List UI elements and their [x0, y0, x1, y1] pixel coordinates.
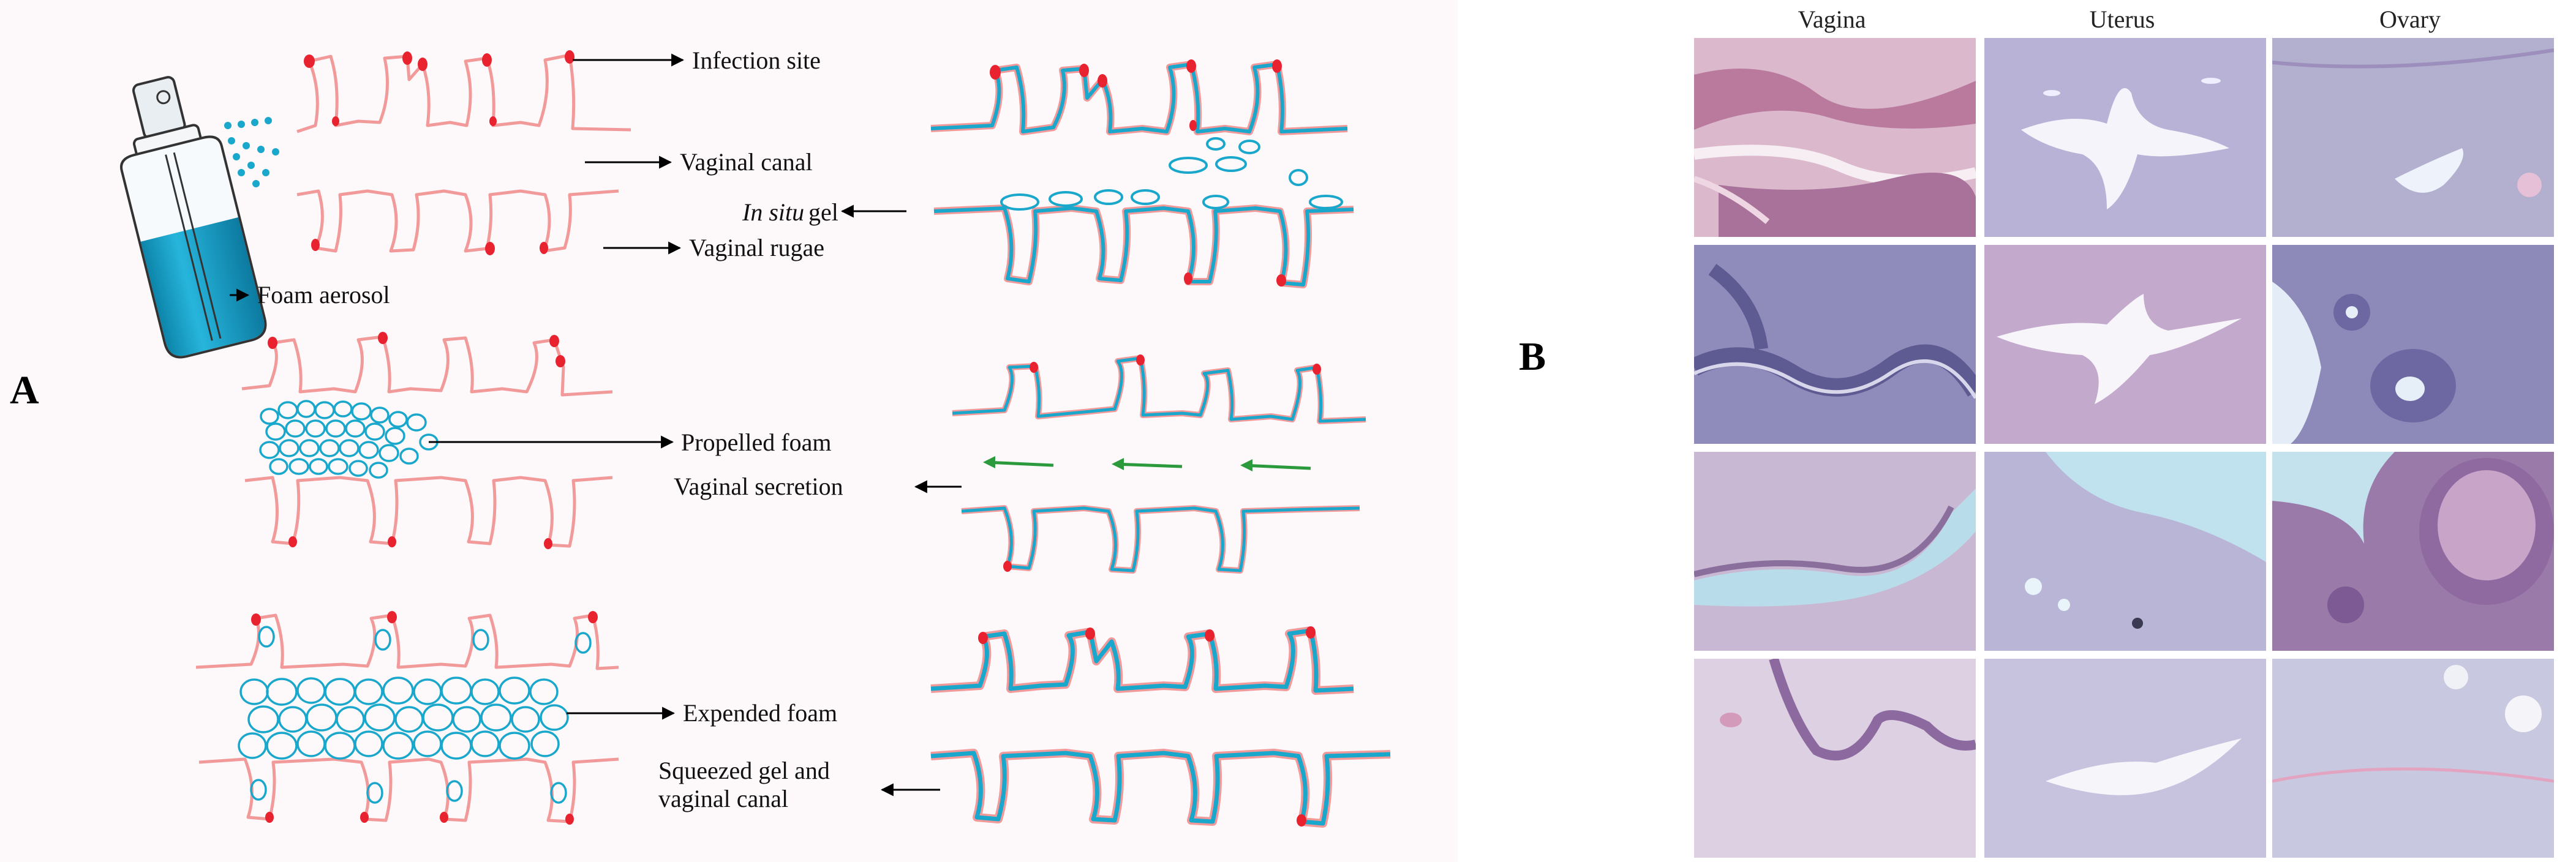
spray-dots: [224, 117, 279, 187]
infection-dots-row2: [268, 332, 565, 549]
column-title-vagina: Vagina: [1798, 6, 1866, 33]
label-vaginal-canal: Vaginal canal: [680, 148, 813, 176]
label-infection-site: Infection site: [692, 47, 821, 74]
label-squeezed-line2: vaginal canal: [658, 785, 788, 812]
label-expended-foam: Expended foam: [683, 699, 837, 727]
column-title-ovary: Ovary: [2379, 6, 2441, 33]
panel-a-letter: A: [10, 368, 39, 413]
row2-canal-secretion: [952, 354, 1366, 574]
foam-aerosol-canister: [120, 76, 279, 359]
histology-ovary-row4: [2272, 659, 2554, 858]
row1-canal-empty: [296, 53, 631, 253]
row3-canal-squeezed: [930, 626, 1391, 828]
label-gel: gel: [808, 198, 838, 226]
histology-ovary-row1: [2272, 38, 2554, 237]
histology-uterus-row2: [1984, 245, 2266, 444]
row1-canal-with-gel: [930, 59, 1354, 288]
label-squeezed-line1: Squeezed gel and: [658, 757, 830, 784]
propelled-foam-bubbles: [259, 400, 439, 479]
histology-vagina-row3: [1694, 452, 1976, 651]
histology-ovary-row2: [2272, 245, 2554, 444]
histology-ovary-row3: [2272, 452, 2554, 651]
row2-canal-propelled: [241, 335, 613, 548]
label-vaginal-secretion: Vaginal secretion: [674, 473, 843, 500]
histology-uterus-row4: [1984, 659, 2266, 858]
histology-vagina-row1: [1694, 38, 1976, 237]
row3-canal-expended: [195, 613, 619, 823]
label-propelled-foam: Propelled foam: [681, 429, 832, 456]
column-title-uterus: Uterus: [2089, 6, 2155, 33]
infection-dots-row3: [251, 611, 598, 825]
label-vaginal-rugae: Vaginal rugae: [689, 234, 824, 261]
panel-b-histology: B Vagina Uterus Ovary: [1458, 0, 2576, 862]
panel-a-diagram: Infection site Vaginal canal In situ gel…: [120, 47, 1391, 828]
histology-uterus-row3: [1984, 452, 2266, 651]
panel-a-schematic: A: [10, 47, 1391, 828]
infection-dots-row1: [304, 50, 574, 255]
histology-vagina-row2: [1694, 245, 1976, 444]
histology-vagina-row4: [1694, 659, 1976, 858]
expended-foam-bubbles: [238, 626, 592, 804]
panel-b-letter: B: [1519, 334, 1546, 379]
label-in-situ: In situ: [742, 198, 804, 226]
label-arrows: [230, 53, 962, 796]
histology-uterus-row1: [1984, 38, 2266, 237]
label-foam-aerosol: Foam aerosol: [257, 281, 390, 309]
